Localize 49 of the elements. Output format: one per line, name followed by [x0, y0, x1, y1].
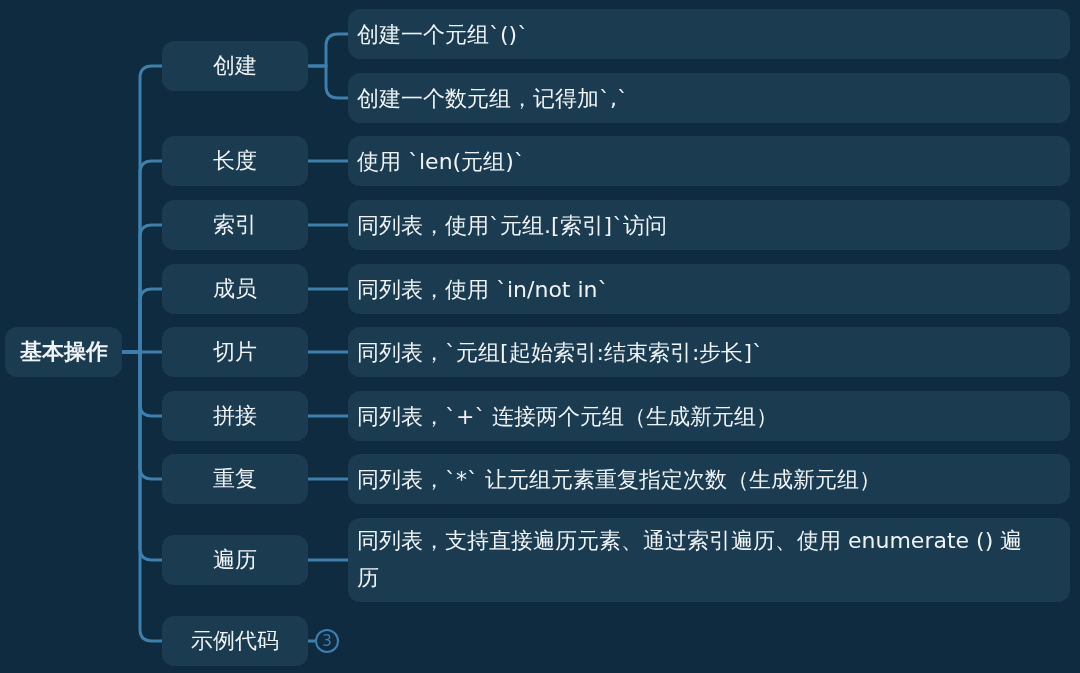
connector-line — [122, 350, 162, 643]
note-text: 创建一个数元组，记得加`,` — [357, 84, 628, 113]
subtopic-box — [348, 327, 1070, 377]
note-text: 同列表，`*` 让元组元素重复指定次数（生成新元组） — [357, 465, 881, 494]
subtopic-box — [348, 73, 1070, 123]
topic-box — [162, 327, 308, 377]
subtopic-box — [348, 200, 1070, 250]
topic-box — [162, 136, 308, 186]
topic-text: 成员 — [213, 275, 257, 303]
connector-line — [308, 223, 348, 227]
note-text: 同列表，`元组[起始索引:结束索引:步长]` — [357, 338, 763, 367]
central-topic-box — [5, 327, 122, 377]
subtopic-box — [348, 454, 1070, 504]
topic-text: 切片 — [213, 338, 257, 366]
topic-box — [162, 41, 308, 91]
connector-line — [308, 558, 348, 562]
connector-line — [308, 477, 348, 481]
topic-box — [162, 264, 308, 314]
topic-box — [162, 391, 308, 441]
subtopic-box — [348, 264, 1070, 314]
topic-text: 拼接 — [213, 402, 257, 430]
topic-text: 示例代码 — [191, 627, 279, 655]
topic-text: 基本操作 — [19, 338, 108, 366]
topic-text: 索引 — [213, 211, 257, 239]
note-text: 同列表，使用`元组.[索引]`访问 — [357, 211, 668, 240]
note-text: 同列表，支持直接遍历元素、通过索引遍历、使用 enumerate () 遍历 — [357, 527, 1024, 592]
topic-box — [162, 616, 308, 666]
note-text: 同列表，使用 `in/not in` — [357, 275, 609, 304]
connector-line — [308, 287, 348, 291]
topic-box — [162, 200, 308, 250]
note-text: 使用 `len(元组)` — [357, 147, 525, 176]
count-number: 3 — [322, 632, 332, 650]
count-circle — [315, 629, 339, 653]
topic-box — [162, 454, 308, 504]
connector-line — [308, 159, 348, 163]
connector-line — [308, 350, 348, 354]
subtopic-box — [348, 136, 1070, 186]
topic-text: 创建 — [213, 52, 257, 80]
topic-text: 长度 — [213, 147, 257, 175]
topic-box — [162, 535, 308, 585]
subtopic-box — [348, 9, 1070, 59]
subtopic-box — [348, 518, 1070, 602]
topic-text: 重复 — [213, 465, 257, 493]
connector-line — [308, 414, 348, 418]
note-text: 创建一个元组`()` — [357, 20, 529, 49]
topic-text: 遍历 — [213, 546, 257, 574]
connector-line — [308, 639, 315, 643]
subtopic-box — [348, 391, 1070, 441]
note-text: 同列表，`+` 连接两个元组（生成新元组） — [357, 402, 779, 431]
